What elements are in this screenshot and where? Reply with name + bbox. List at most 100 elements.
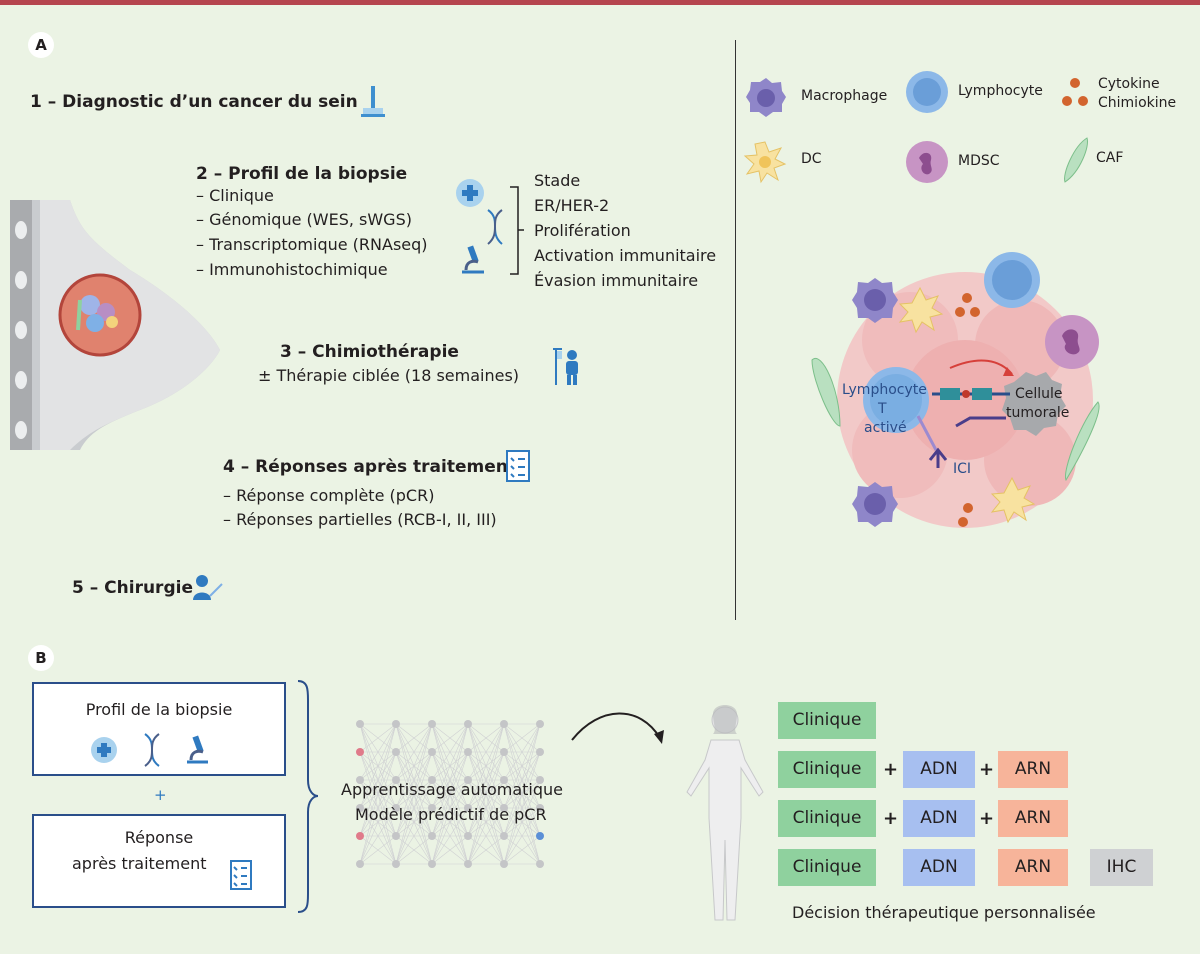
response-complete: – Réponse complète (pCR): [223, 486, 435, 505]
network-edge: [395, 723, 433, 837]
network-edge: [395, 723, 433, 781]
tag-adn-row4: ADN: [903, 849, 975, 886]
network-edge: [503, 807, 541, 865]
network-node: [500, 804, 508, 812]
plus-row3-a: +: [883, 808, 899, 829]
iv-drip-patient-icon: [553, 348, 578, 385]
tag-clinique-row1: Clinique: [778, 702, 876, 739]
network-edge: [503, 723, 541, 753]
microscope-icon: [187, 735, 208, 764]
step5-title: 5 – Chirurgie: [72, 578, 193, 598]
network-edge: [395, 807, 433, 865]
panel-b-label: B: [28, 645, 54, 671]
network-edge: [503, 835, 541, 865]
network-node: [392, 804, 400, 812]
network-edge: [395, 779, 433, 865]
dna-icon: [487, 209, 503, 245]
network-node: [500, 832, 508, 840]
network-edge: [431, 779, 469, 865]
network-edge: [431, 751, 469, 865]
legend-chimiokine: Chimiokine: [1098, 95, 1177, 111]
lymphocyte-icon: [906, 71, 948, 113]
ml-label-line2: Modèle prédictif de pCR: [355, 805, 547, 824]
network-edge: [359, 835, 397, 865]
tag-clinique-row2: Clinique: [778, 751, 876, 788]
biopsy-item-genomique: – Génomique (WES, sWGS): [196, 210, 412, 229]
dna-icon: [144, 733, 160, 767]
breast-illustration: [10, 200, 220, 450]
network-edge: [467, 751, 505, 865]
network-edge: [359, 723, 397, 809]
network-edge: [359, 723, 397, 753]
network-edge: [503, 723, 541, 837]
network-node: [392, 748, 400, 756]
ml-label-line1: Apprentissage automatique: [341, 780, 564, 799]
network-edge: [467, 723, 505, 809]
network-node: [464, 720, 472, 728]
tag-arn-row4: ARN: [998, 849, 1068, 886]
network-node: [356, 720, 364, 728]
network-node: [464, 832, 472, 840]
mdsc-icon: [906, 141, 948, 183]
network-edge: [467, 779, 505, 865]
network-node: [356, 832, 364, 840]
tag-arn-row3: ARN: [998, 800, 1068, 837]
legend-mdsc: MDSC: [958, 153, 1000, 169]
network-edge: [359, 723, 397, 837]
tumor-microenvironment-illustration: [811, 252, 1100, 528]
network-edge: [359, 723, 397, 781]
network-edge: [395, 723, 433, 865]
tumor-cell-label-1: Cellule: [1015, 386, 1063, 402]
plus-row2-b: +: [979, 759, 995, 780]
network-edge: [395, 835, 433, 865]
network-edge: [467, 723, 505, 781]
panel-a-label: A: [28, 32, 54, 58]
network-edge: [467, 723, 505, 865]
network-node: [392, 720, 400, 728]
biopsy-needle-icon: [361, 86, 385, 117]
network-edge: [359, 779, 397, 865]
tcell-label-2: T: [878, 401, 887, 417]
network-edge: [467, 835, 505, 865]
response-box: Réponse après traitement: [32, 814, 286, 908]
tag-ihc-row4: IHC: [1090, 849, 1153, 886]
network-edge: [503, 751, 541, 865]
tumor-cell-label-2: tumorale: [1006, 405, 1070, 421]
network-node: [428, 776, 436, 784]
network-edge: [359, 807, 397, 865]
network-node: [464, 748, 472, 756]
network-edge: [359, 751, 397, 865]
network-edge: [467, 807, 505, 865]
network-edge: [431, 723, 469, 781]
network-node: [500, 776, 508, 784]
network-node: [356, 860, 364, 868]
network-edge: [359, 723, 397, 865]
network-edge: [395, 723, 433, 809]
network-node: [500, 860, 508, 868]
outcome-proliferation: Prolifération: [534, 221, 631, 240]
network-node: [536, 804, 544, 812]
outcome-activation: Activation immunitaire: [534, 246, 717, 265]
checklist-icon: [230, 860, 252, 890]
outcome-evasion: Évasion immunitaire: [534, 271, 699, 290]
microscope-icon: [462, 245, 484, 274]
network-edge: [467, 723, 505, 753]
network-edge: [503, 723, 541, 809]
network-node: [500, 720, 508, 728]
legend-lymphocyte: Lymphocyte: [958, 83, 1043, 99]
tag-adn-row3: ADN: [903, 800, 975, 837]
curved-arrow: [571, 712, 664, 744]
medical-cross-icon: [91, 737, 117, 763]
network-node: [428, 832, 436, 840]
network-node: [356, 748, 364, 756]
network-node: [428, 804, 436, 812]
box-plus-sign: +: [154, 786, 167, 804]
tcell-label-3: activé: [864, 420, 907, 436]
network-node: [428, 720, 436, 728]
step4-title: 4 – Réponses après traitement: [223, 457, 516, 477]
decision-label: Décision thérapeutique personnalisée: [792, 903, 1096, 922]
step3-title: 3 – Chimiothérapie: [280, 342, 459, 362]
macrophage-icon: [746, 78, 786, 117]
top-accent-bar: [0, 0, 1200, 5]
network-node: [392, 860, 400, 868]
